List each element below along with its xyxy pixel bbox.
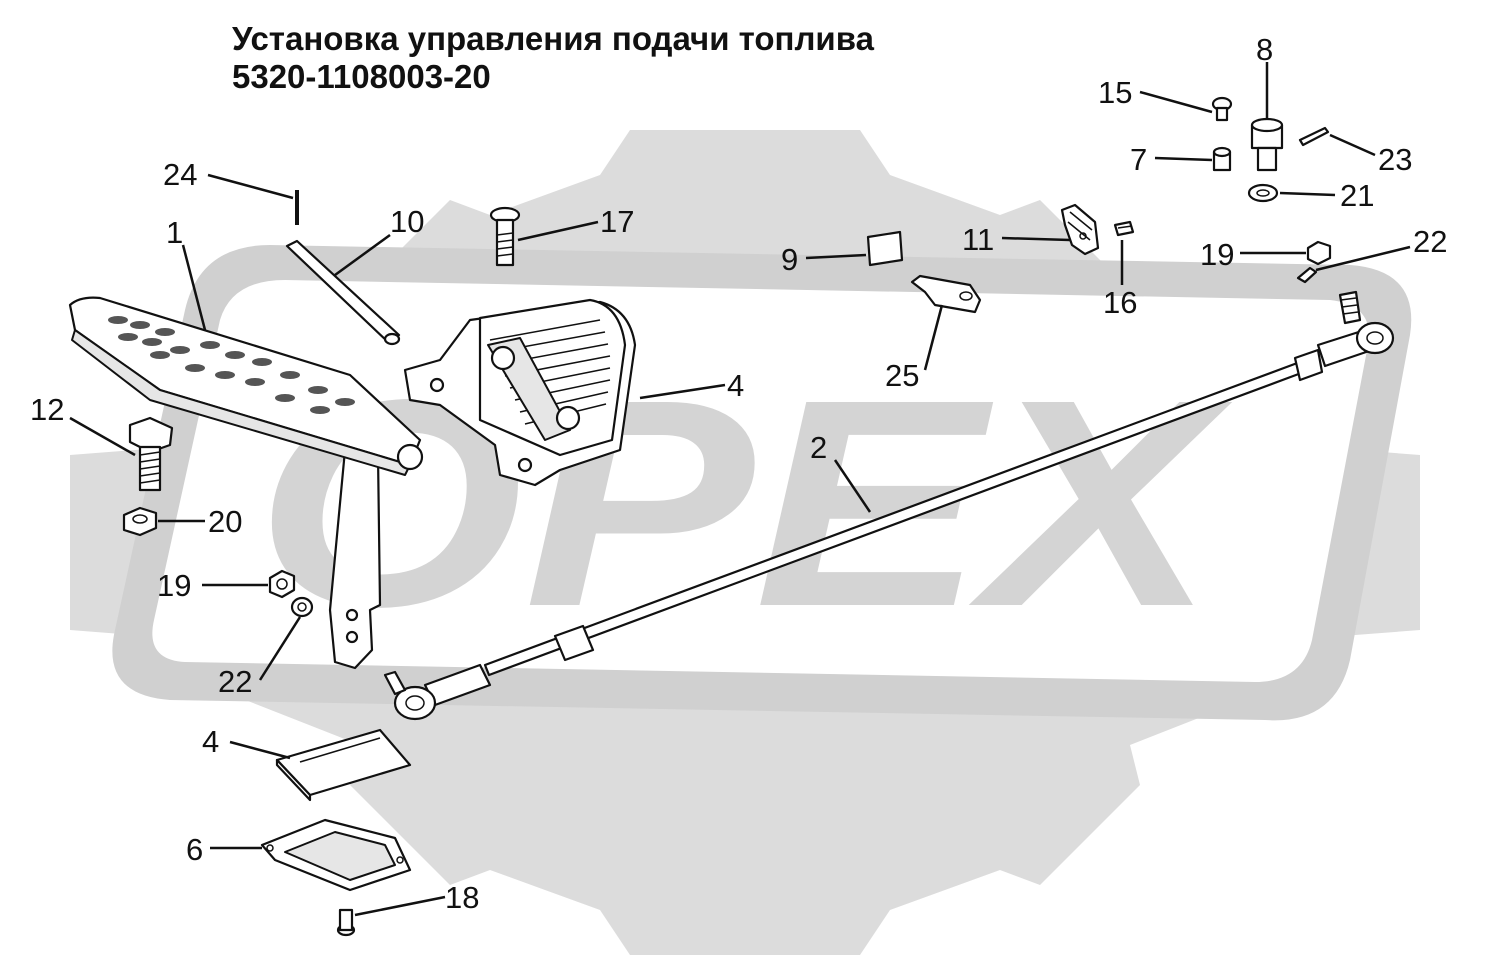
callout-2: 2 <box>810 430 827 465</box>
pedal-pivot <box>396 443 424 471</box>
part-bracket-upper-4 <box>403 298 637 487</box>
part-screw-15 <box>1211 96 1233 122</box>
part-clip-25 <box>910 274 982 314</box>
callout-15: 15 <box>1098 75 1132 110</box>
callout-21: 21 <box>1340 178 1374 213</box>
callouts: 1 2 4 4 6 7 8 9 10 11 12 15 16 17 18 19 … <box>30 32 1447 915</box>
bracket-hole-left <box>429 377 445 393</box>
callout-19-left: 19 <box>157 568 191 603</box>
leader-7 <box>1154 156 1213 162</box>
leader-4-upper <box>639 383 726 400</box>
leader-23 <box>1329 133 1376 157</box>
part-cable-2 <box>383 290 1395 721</box>
callout-8: 8 <box>1256 32 1273 67</box>
leader-2 <box>833 459 872 513</box>
leader-22-right <box>1315 245 1411 272</box>
part-clamp-11 <box>1060 203 1100 256</box>
callout-7: 7 <box>1130 142 1147 177</box>
callout-9: 9 <box>781 242 798 277</box>
title-line-2: 5320-1108003-20 <box>232 58 491 95</box>
leader-1 <box>181 244 207 331</box>
part-bushing-7 <box>1212 146 1232 172</box>
callout-11: 11 <box>962 222 994 257</box>
part-nut-19-left <box>268 569 296 599</box>
lever-hole-2 <box>345 630 359 644</box>
leader-9 <box>805 253 867 260</box>
callout-25: 25 <box>885 358 919 393</box>
part-nut-20 <box>122 506 158 537</box>
bracket-bush-lower <box>555 405 581 431</box>
leader-25 <box>923 304 944 371</box>
leader-22-left <box>258 616 302 681</box>
ball-joint-right <box>1355 321 1395 355</box>
callout-4-upper: 4 <box>727 368 744 403</box>
part-cotter-pin-23 <box>1298 126 1330 147</box>
part-screw-17 <box>489 206 521 267</box>
diagram-title: Установка управления подачи топлива 5320… <box>232 20 874 96</box>
callout-12: 12 <box>30 392 64 427</box>
part-pin-8 <box>1250 117 1284 172</box>
callout-6: 6 <box>186 832 203 867</box>
part-pedal-lever <box>68 296 424 670</box>
leader-24 <box>207 173 294 200</box>
bracket-bush-upper <box>490 345 516 371</box>
callout-10: 10 <box>390 204 424 239</box>
part-plate-6 <box>260 818 412 892</box>
ball-stud-left <box>383 670 407 696</box>
pedal-ribs <box>108 316 355 414</box>
title-line-1: Установка управления подачи топлива <box>232 20 874 57</box>
leader-10 <box>334 233 391 277</box>
cable-sleeve-right <box>1293 348 1324 382</box>
callout-17: 17 <box>600 204 634 239</box>
ball-joint-left <box>393 685 437 721</box>
part-washer-22-left <box>290 596 314 618</box>
part-axle-10 <box>285 239 401 346</box>
leader-17 <box>517 220 599 242</box>
callout-24: 24 <box>163 157 197 192</box>
callout-1: 1 <box>166 215 183 250</box>
part-screw-18 <box>336 908 356 937</box>
callout-22-right: 22 <box>1413 224 1447 259</box>
callout-23: 23 <box>1378 142 1412 177</box>
cable-sleeve-left <box>553 624 595 662</box>
callout-16: 16 <box>1103 285 1137 320</box>
part-washer-21 <box>1247 183 1279 203</box>
lever-hole-1 <box>345 608 359 622</box>
callout-4-lower: 4 <box>202 724 219 759</box>
part-pad-9 <box>866 230 904 267</box>
leader-21 <box>1279 191 1336 197</box>
part-washer-22-right <box>1296 266 1318 284</box>
callout-18: 18 <box>445 880 479 915</box>
part-nut-19-right <box>1306 240 1332 266</box>
bracket-hole-right <box>517 457 533 473</box>
part-pad-lower-4 <box>275 728 412 802</box>
leader-4-lower <box>229 740 291 760</box>
pedal-lever-arm <box>328 448 382 670</box>
callout-20: 20 <box>208 504 242 539</box>
leader-18 <box>354 895 446 917</box>
callout-19-right: 19 <box>1200 237 1234 272</box>
leader-15 <box>1139 90 1213 114</box>
leader-12 <box>69 416 136 457</box>
leader-11 <box>1001 236 1071 242</box>
part-screw-16 <box>1113 220 1135 237</box>
pedal-plate-edge <box>71 329 411 476</box>
part-bolt-12 <box>128 416 174 492</box>
callout-22-left: 22 <box>218 664 252 699</box>
leader-lines <box>69 62 1411 917</box>
